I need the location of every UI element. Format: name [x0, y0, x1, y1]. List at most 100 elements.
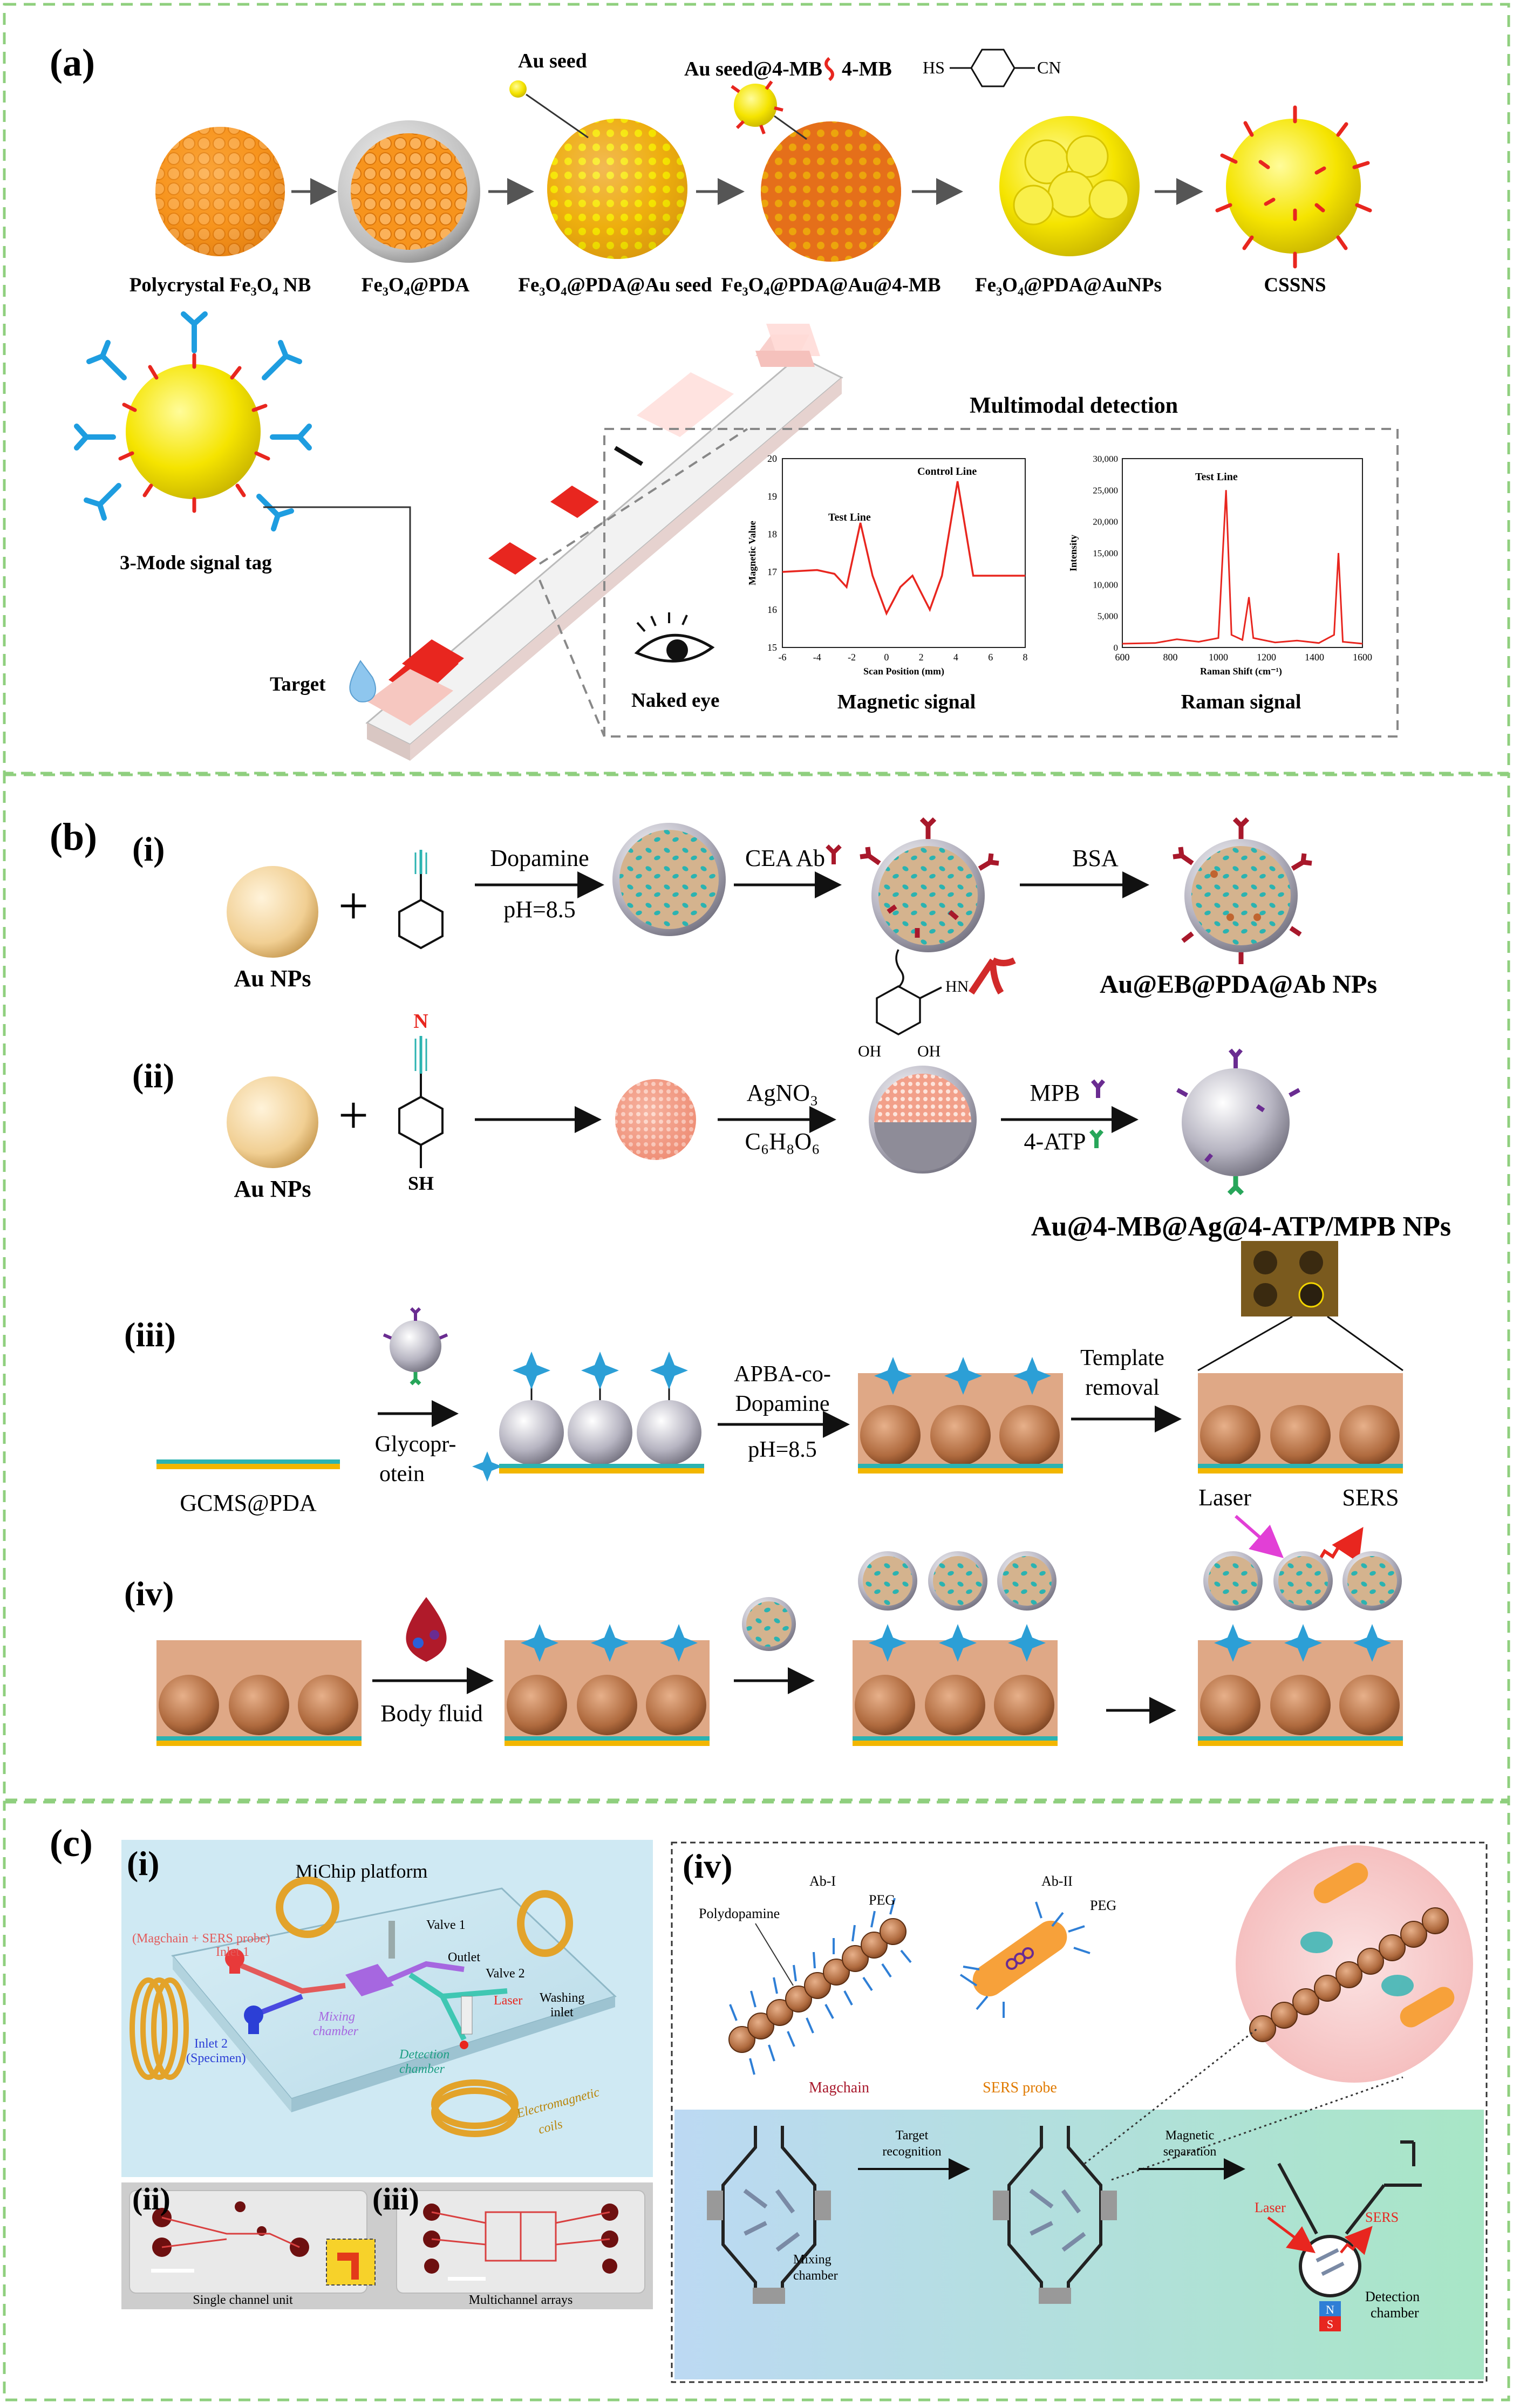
- single-channel-lines: [161, 2216, 300, 2248]
- row-i-label: (i): [132, 830, 165, 868]
- mag-ytick: 15: [767, 642, 777, 653]
- panel-c-label: (c): [50, 1822, 93, 1865]
- bsa-label: BSA: [1072, 845, 1119, 871]
- mag-ytick: 16: [767, 604, 777, 615]
- inset-line-left: [1197, 1315, 1293, 1372]
- au-seed-label: Au seed: [518, 50, 587, 72]
- raman-test-line-label: Test Line: [1195, 471, 1238, 483]
- inlet-1-label-a: (Magchain + SERS probe): [132, 1932, 270, 1946]
- panel-c-frame: [3, 1800, 1510, 2402]
- ph-label-iii: pH=8.5: [748, 1437, 817, 1462]
- mag-xtick: -4: [813, 652, 821, 663]
- naked-eye-label: Naked eye: [631, 690, 719, 712]
- au-nps-label-ii: Au NPs: [234, 1176, 311, 1202]
- au-np-ii: [227, 1076, 318, 1168]
- mixing-chamber-iv-label-2: chamber: [793, 2269, 838, 2283]
- mixing-chamber-iv-label-1: Mixing: [793, 2253, 832, 2267]
- magnetic-signal-label: Magnetic signal: [837, 691, 976, 713]
- valve-2-label: Valve 2: [486, 1967, 525, 1981]
- mag-xtick: 0: [884, 652, 889, 663]
- chip-edge-left: [173, 1956, 291, 2112]
- washing-inlet-label: inlet: [550, 2005, 574, 2020]
- atp-label: 4-ATP: [1024, 1128, 1086, 1155]
- magsep-label-1: Magnetic: [1166, 2129, 1215, 2143]
- panel-b-label: (b): [50, 815, 97, 858]
- caption-cssns: CSSNS: [1264, 274, 1326, 296]
- imprinted-film-2: [1198, 1365, 1403, 1474]
- zoom-inset-ii: [326, 2239, 376, 2286]
- magnetic-curve: [782, 481, 1025, 616]
- mixing-label: Mixing: [318, 2010, 355, 2024]
- sers-probe-icon: [959, 1901, 1091, 2018]
- ag-shell-sphere: [869, 1066, 977, 1174]
- sh-label: SH: [408, 1172, 434, 1194]
- channel-purple: [387, 1961, 465, 1983]
- glyco-template-array: [499, 1352, 704, 1474]
- raman-xtick: 800: [1163, 652, 1178, 663]
- zoom-dot-line-1: [1084, 2028, 1258, 2165]
- raman-ytick: 5,000: [1098, 611, 1118, 622]
- template-label-2: removal: [1085, 1375, 1160, 1400]
- single-channel-label: Single channel unit: [193, 2293, 293, 2307]
- caption-au-4mb: Fe₃O₄@PDA@Au@4-MB: [721, 274, 941, 296]
- mag-xtick: -2: [848, 652, 856, 663]
- laser-label-iv: Laser: [1255, 2200, 1286, 2215]
- c-ii-iii-panel: (ii) Single channel unit (iii) Multichan…: [121, 2181, 653, 2309]
- au-seed-icon: [509, 80, 527, 98]
- sers-label-b: SERS: [1342, 1484, 1399, 1511]
- multichannel-lines: [431, 2211, 610, 2261]
- oh-label-1: OH: [858, 1042, 881, 1060]
- row-ii-label: (ii): [132, 1056, 174, 1095]
- blood-drop-icon: [406, 1597, 447, 1662]
- hn-label: HN: [945, 978, 969, 995]
- detection-iv-label-1: Detection: [1365, 2289, 1420, 2304]
- laser-label-b: Laser: [1198, 1484, 1251, 1511]
- mpb-icon: [1091, 1079, 1106, 1098]
- atp-icon: [1089, 1129, 1104, 1148]
- washing-label: Washing: [540, 1991, 584, 2005]
- peg-label-1: PEG: [869, 1892, 895, 1908]
- final-ab-sphere: [1173, 817, 1312, 964]
- magsep-label-2: separation: [1163, 2145, 1217, 2159]
- mag-ytick: 17: [767, 567, 777, 577]
- catechol-structure: [876, 949, 1016, 1035]
- raman-xtick: 1400: [1305, 652, 1324, 663]
- sers-probe-label: SERS probe: [983, 2079, 1057, 2096]
- polydopamine-label: Polydopamine: [699, 1906, 780, 1921]
- mixing-chamber-2: [993, 2126, 1117, 2304]
- cssns-particle: [1215, 105, 1372, 269]
- raman-ytick: 10,000: [1093, 579, 1118, 590]
- plus-i: +: [338, 876, 369, 936]
- inlet-1-tube: [229, 1959, 240, 1974]
- channel-red: [236, 1961, 346, 1994]
- eb-pda-sphere: [612, 823, 726, 936]
- ab1-label: Ab-I: [809, 1873, 836, 1889]
- magnet-n-label: N: [1326, 2303, 1334, 2316]
- mixing-chamber-1: [707, 2126, 831, 2304]
- raman-ytick: 25,000: [1093, 485, 1118, 495]
- detection-chamber-label: chamber: [399, 2062, 445, 2076]
- signal-tag-label: 3-Mode signal tag: [120, 552, 272, 574]
- fe3o4-pda-aunps-particle: [999, 116, 1140, 256]
- gcms-pda-substrate-left: [156, 1459, 340, 1469]
- valve-1: [389, 1921, 395, 1959]
- glyco-label-2: otein: [379, 1462, 425, 1486]
- imprinted-film-3: [156, 1632, 362, 1746]
- raman-xtick: 1200: [1257, 652, 1276, 663]
- ethynylbenzene-structure: [398, 850, 444, 950]
- complex-magchain: [1249, 1907, 1449, 2042]
- apba-label-2: Dopamine: [735, 1391, 830, 1416]
- mixing-chamber-shape: [345, 1964, 394, 1996]
- cea-ab-label: CEA Ab: [745, 845, 825, 871]
- c-i-label: (i): [127, 1844, 159, 1882]
- droplet-icon: [349, 660, 376, 702]
- inlet-2-label-b: (Specimen): [186, 2051, 246, 2065]
- dopamine-label-i: Dopamine: [490, 845, 589, 871]
- au-4mb-particle: [761, 121, 901, 262]
- multimodal-title: Multimodal detection: [970, 393, 1178, 418]
- mag-xtick: 2: [919, 652, 924, 663]
- panel-b-frame: [3, 773, 1510, 1802]
- signal-tag-connector: [263, 506, 411, 669]
